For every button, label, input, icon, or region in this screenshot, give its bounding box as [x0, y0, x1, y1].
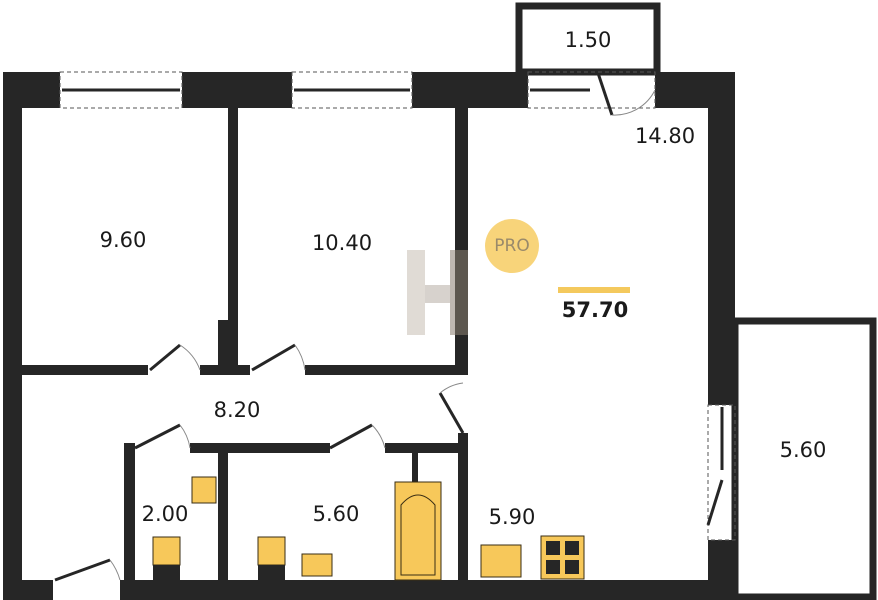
room-area-toilet: 2.00: [141, 502, 189, 526]
room-area-bathroom: 5.60: [312, 502, 360, 526]
room-area-hallway: 8.20: [213, 398, 261, 422]
window-panes: [62, 88, 724, 470]
brand-logo: [407, 250, 468, 335]
bathtub-icon: [394, 481, 442, 581]
sink-icon: [301, 553, 333, 577]
walls: [3, 72, 735, 600]
room-area-bedroom-2: 10.40: [311, 231, 373, 255]
windows: [59, 71, 736, 541]
total-area-bar: [558, 287, 630, 293]
room-area-balcony-right: 5.60: [779, 438, 827, 462]
fixture-bases: [153, 541, 579, 580]
room-area-living-room: 14.80: [634, 124, 696, 148]
pro-badge: PRO: [485, 219, 539, 273]
doors: [54, 72, 724, 582]
room-area-kitchen: 5.90: [488, 505, 536, 529]
door-arcs: [109, 89, 656, 581]
toilet-icon: [257, 536, 286, 566]
room-area-bedroom-1: 9.60: [99, 228, 147, 252]
toilet-icon: [152, 536, 181, 566]
total-area: 57.70: [561, 298, 629, 322]
kitchen-sink-icon: [480, 544, 522, 578]
room-area-balcony-top: 1.50: [564, 28, 612, 52]
sink-icon: [191, 476, 217, 504]
